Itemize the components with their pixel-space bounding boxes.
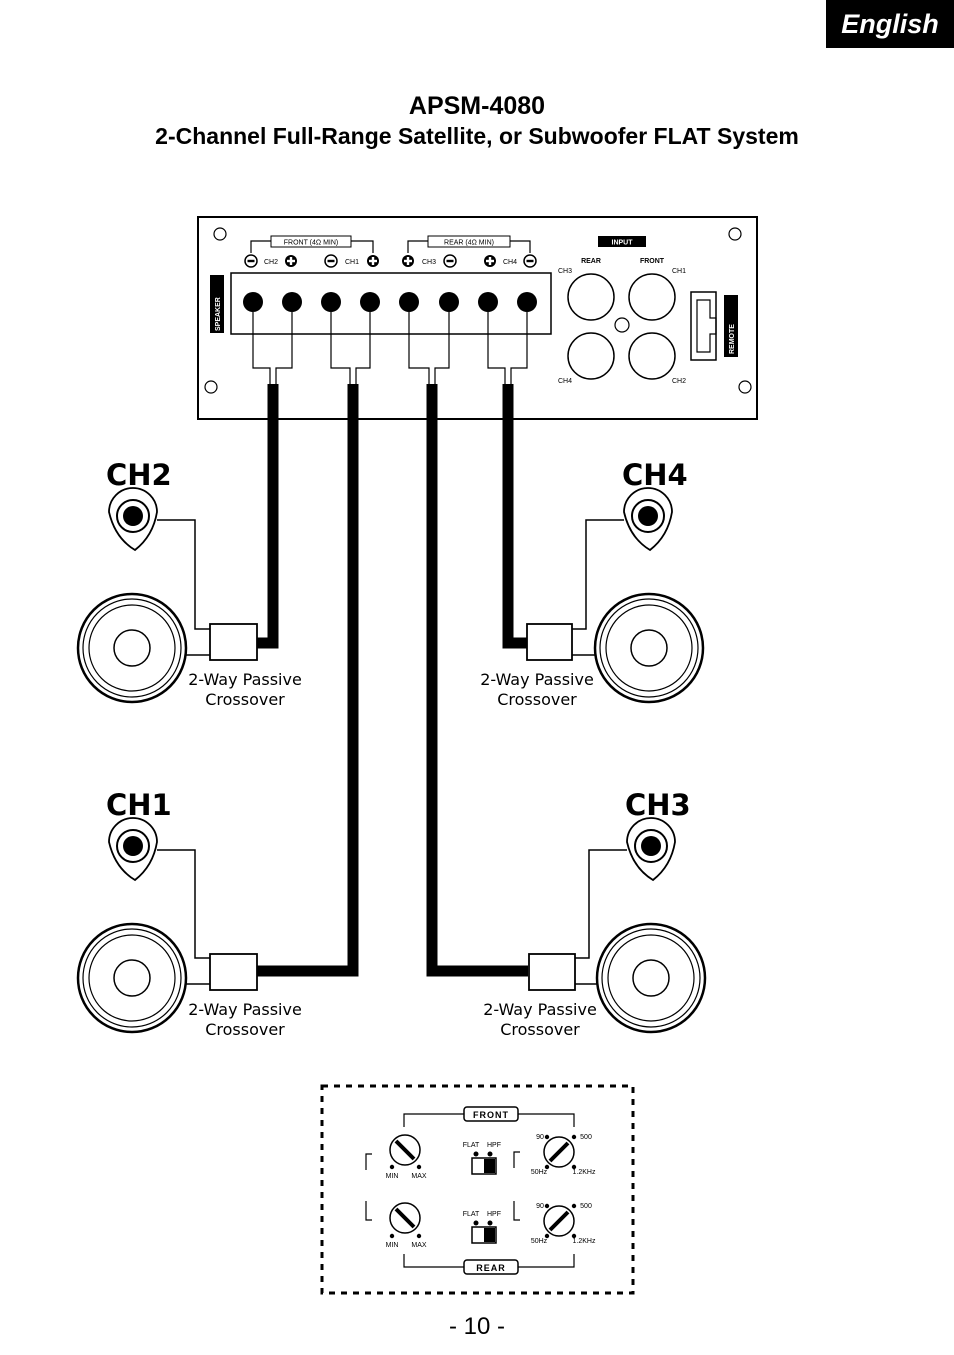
plus-icon: [367, 255, 379, 267]
minus-icon: [443, 254, 457, 268]
channel-label-ch4: CH4: [622, 458, 688, 492]
front-freq-12khz: 1.2KHz: [573, 1169, 596, 1176]
crossover-box: [526, 623, 573, 661]
rear-gain-max: MAX: [411, 1242, 427, 1249]
rca-label-ch2: CH2: [672, 378, 686, 385]
crossover-box: [209, 623, 258, 661]
rear-freq-50hz: 50Hz: [531, 1238, 548, 1245]
terminal-label-ch4: CH4: [503, 259, 517, 266]
speaker-terminals: [243, 292, 537, 312]
channel-label-ch2: CH2: [106, 458, 172, 492]
rca-inputs: [567, 273, 676, 380]
model-title: APSM-4080: [408, 92, 546, 120]
channel-label-ch3: CH3: [625, 788, 691, 822]
crossover-label-line2: Crossover: [205, 690, 285, 709]
front-group-label: FRONT (4Ω MIN): [284, 240, 339, 247]
rear-group-label: REAR (4Ω MIN): [444, 240, 494, 247]
rca-label-ch4: CH4: [558, 378, 572, 385]
front-switch-flat: FLAT: [463, 1142, 480, 1149]
system-subtitle: 2-Channel Full-Range Satellite, or Subwo…: [155, 123, 799, 149]
terminal-label-ch2: CH2: [264, 259, 278, 266]
crossover-box: [528, 953, 576, 991]
rear-crossover-knob[interactable]: [542, 1204, 576, 1238]
crossover-label-line2: Crossover: [500, 1020, 580, 1039]
crossover-label-line2: Crossover: [205, 1020, 285, 1039]
front-controls-label: FRONT: [473, 1110, 509, 1120]
terminal-label-ch3: CH3: [422, 259, 436, 266]
input-rear-label: REAR: [581, 258, 601, 265]
speaker-ch4: CH4 2-Way Passive Crossover: [480, 458, 705, 709]
rear-gain-min: MIN: [386, 1242, 399, 1249]
control-panel: FRONT REAR MIN MAX FLAT HPF 90 500 50Hz …: [320, 1084, 635, 1295]
rear-switch-hpf: HPF: [487, 1211, 501, 1218]
input-front-label: FRONT: [640, 258, 665, 265]
minus-icon: [324, 254, 338, 268]
tweeter-icon: [626, 817, 676, 881]
terminal-label-ch1: CH1: [345, 259, 359, 266]
rear-controls-label: REAR: [476, 1263, 506, 1273]
remote-label: REMOTE: [729, 324, 736, 354]
minus-icon: [523, 254, 537, 268]
front-gain-knob[interactable]: [388, 1133, 422, 1167]
rear-gain-knob[interactable]: [388, 1201, 422, 1235]
woofer-icon: [76, 922, 188, 1034]
rear-freq-500: 500: [580, 1203, 592, 1210]
crossover-label-line1: 2-Way Passive: [188, 1000, 302, 1019]
woofer-icon: [76, 592, 188, 704]
rear-freq-90: 90: [536, 1203, 544, 1210]
woofer-icon: [593, 592, 705, 704]
plus-icon: [402, 255, 414, 267]
speaker-ch3: CH3 2-Way Passive Crossover: [483, 788, 707, 1039]
crossover-label-line1: 2-Way Passive: [480, 670, 594, 689]
plus-icon: [285, 255, 297, 267]
rear-switch-flat: FLAT: [463, 1211, 480, 1218]
language-tab: English: [826, 0, 954, 48]
speaker-label: SPEAKER: [215, 297, 222, 331]
front-crossover-knob[interactable]: [542, 1135, 576, 1169]
rca-label-ch1: CH1: [672, 268, 686, 275]
front-switch-hpf: HPF: [487, 1142, 501, 1149]
crossover-box: [209, 953, 258, 991]
tweeter-icon: [623, 487, 673, 551]
plus-icon: [484, 255, 496, 267]
speaker-cables: [257, 384, 528, 977]
woofer-icon: [595, 922, 707, 1034]
channel-label-ch1: CH1: [106, 788, 172, 822]
minus-icon: [244, 254, 258, 268]
speaker-ch1: CH1 2-Way Passive Crossover: [76, 788, 302, 1039]
crossover-label-line1: 2-Way Passive: [483, 1000, 597, 1019]
input-label: INPUT: [612, 240, 634, 247]
front-freq-50hz: 50Hz: [531, 1169, 548, 1176]
rca-label-ch3: CH3: [558, 268, 572, 275]
crossover-label-line1: 2-Way Passive: [188, 670, 302, 689]
front-freq-90: 90: [536, 1134, 544, 1141]
amplifier-panel: SPEAKER FRONT (4Ω MIN) REAR (4Ω MIN) CH2…: [197, 216, 758, 420]
speaker-ch2: CH2 2-Way Passive Crossover: [76, 458, 302, 709]
page-number: - 10 -: [448, 1313, 505, 1340]
crossover-label-line2: Crossover: [497, 690, 577, 709]
tweeter-icon: [108, 487, 158, 551]
rear-freq-12khz: 1.2KHz: [573, 1238, 596, 1245]
front-gain-min: MIN: [386, 1173, 399, 1180]
front-gain-max: MAX: [411, 1173, 427, 1180]
front-freq-500: 500: [580, 1134, 592, 1141]
tweeter-icon: [108, 817, 158, 881]
